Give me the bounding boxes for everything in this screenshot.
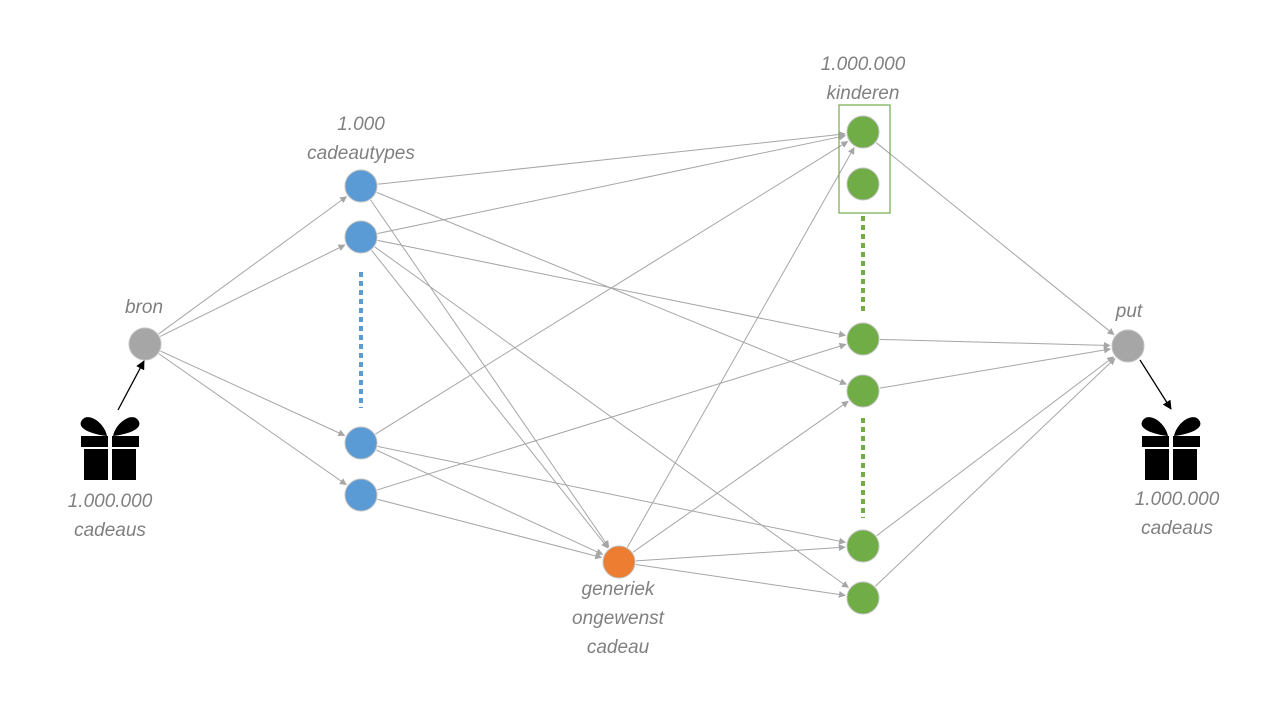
source-node-outline <box>128 327 162 361</box>
nodes <box>128 115 1145 615</box>
source-node <box>128 327 162 361</box>
child-node <box>846 529 880 563</box>
children-count: 1.000.000 <box>820 54 906 75</box>
ellipsis-dots <box>359 216 865 518</box>
child-node-outline <box>846 322 880 356</box>
generic-gift-node <box>602 545 636 579</box>
sink-node <box>1111 329 1145 363</box>
demand-arrow <box>1139 359 1172 410</box>
supply-arrow <box>117 360 145 411</box>
child-node-outline <box>846 167 880 201</box>
child-node <box>846 115 880 149</box>
source-node-label: bron <box>124 297 164 318</box>
gift-type-node-outline <box>344 478 378 512</box>
child-group-box <box>838 104 891 214</box>
child-node <box>846 581 880 615</box>
gift-type-node-outline <box>344 426 378 460</box>
gift-icon <box>80 417 140 480</box>
child-node <box>846 167 880 201</box>
edge-b1-o <box>370 199 610 548</box>
children-label: 1.000.000 kinderen <box>800 50 926 108</box>
edge-b1-g1 <box>377 131 846 185</box>
gift-type-node <box>344 426 378 460</box>
child-node <box>846 322 880 356</box>
edge-o-g5 <box>635 544 846 562</box>
generic-gift-node-outline <box>602 545 636 579</box>
child-node-outline <box>846 115 880 149</box>
child-node-outline <box>846 581 880 615</box>
sink-unit: cadeaus <box>1141 518 1213 539</box>
edge-o-g4 <box>632 400 849 553</box>
gift-type-node <box>344 220 378 254</box>
gift-type-node-outline <box>344 169 378 203</box>
child-node-outline <box>846 374 880 408</box>
children-unit: kinderen <box>826 83 900 104</box>
gift-type-node-outline <box>344 220 378 254</box>
edge-s-b4 <box>158 353 347 486</box>
source-count: 1.000.000 <box>67 491 153 512</box>
gift-type-node <box>344 169 378 203</box>
edge-s-b2 <box>160 244 346 337</box>
child-node-outline <box>846 529 880 563</box>
edge-g5-t <box>876 356 1115 537</box>
edge-o-g1 <box>626 147 855 548</box>
edge-b3-o <box>376 449 604 556</box>
gift-types-unit: cadeautypes <box>307 143 415 164</box>
edge-o-g6 <box>635 563 846 598</box>
edge-s-b3 <box>160 350 346 437</box>
edge-b2-o <box>371 250 609 549</box>
edge-g4-t <box>879 346 1111 389</box>
gift-type-node <box>344 478 378 512</box>
sink-count: 1.000.000 <box>1134 489 1220 510</box>
edge-b3-g1 <box>375 141 849 435</box>
edges <box>158 131 1116 598</box>
child-node <box>846 374 880 408</box>
gift-icon <box>1141 417 1201 480</box>
generic-gift-label: generiek ongewenst cadeau <box>572 579 664 658</box>
edge-b2-g1 <box>377 133 847 235</box>
edge-g6-t <box>874 357 1116 587</box>
edge-g1-t <box>875 142 1115 336</box>
source-supply-label: 1.000.000 cadeaus <box>46 487 174 545</box>
edge-b3-g5 <box>377 445 847 545</box>
sink-node-label: put <box>1115 301 1143 322</box>
sink-demand-label: 1.000.000 cadeaus <box>1113 485 1241 543</box>
edge-b4-o <box>377 498 603 560</box>
edge-b4-g3 <box>377 342 847 491</box>
source-unit: cadeaus <box>74 520 146 541</box>
gift-types-label: 1.000 cadeautypes <box>300 110 422 168</box>
sink-node-outline <box>1111 329 1145 363</box>
edge-g3-t <box>879 338 1111 349</box>
gift-types-count: 1.000 <box>337 114 385 135</box>
edge-s-b1 <box>158 196 348 335</box>
